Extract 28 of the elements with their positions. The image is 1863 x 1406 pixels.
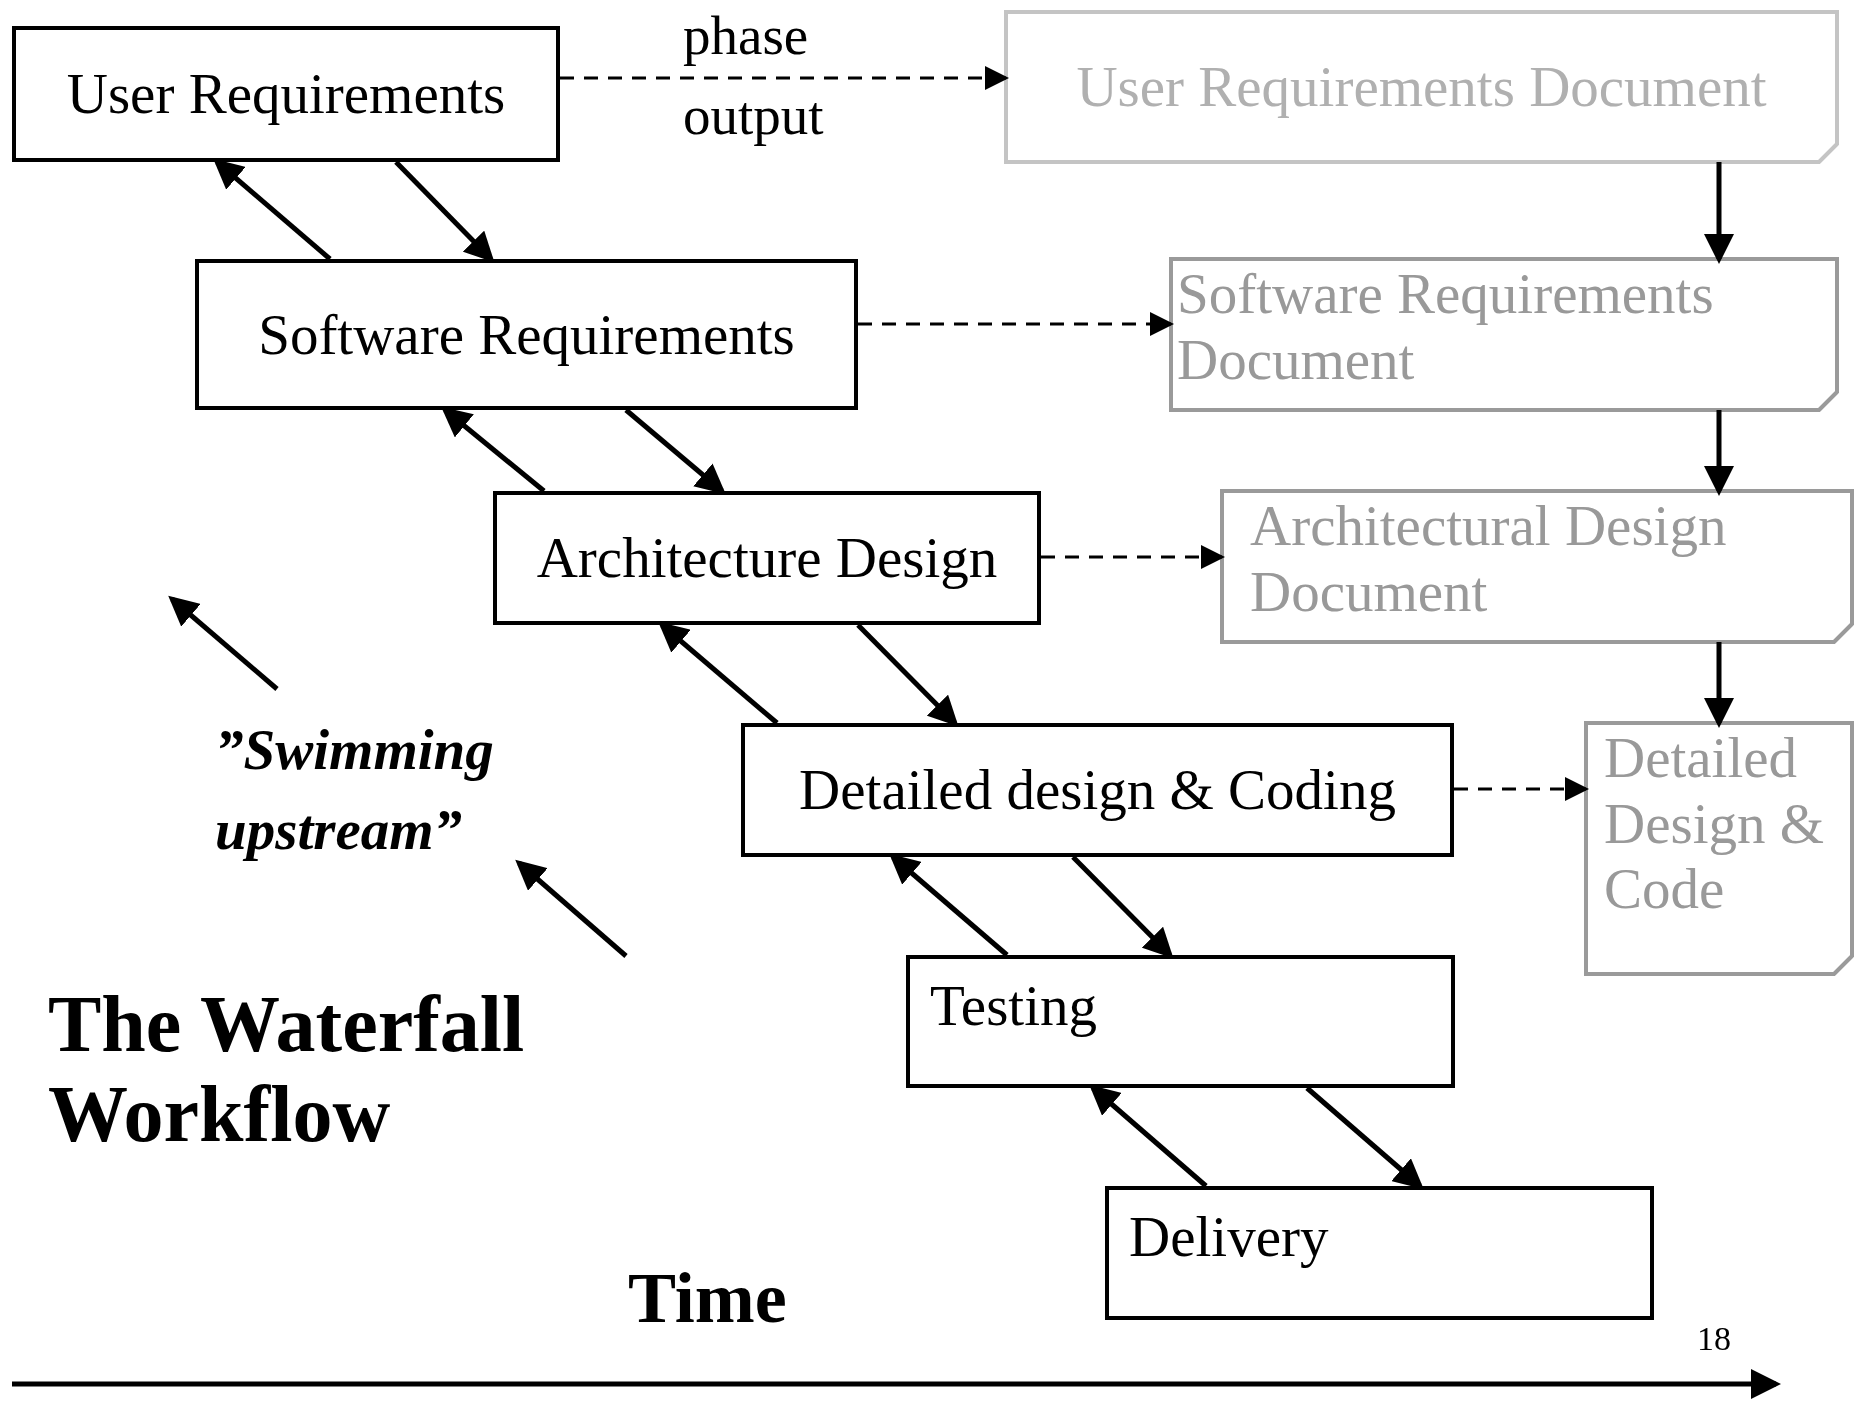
annotation-text: ”Swimming upstream” <box>215 717 495 863</box>
box-label: Detailed Design & Code <box>1604 725 1826 922</box>
arrow <box>1704 162 1734 264</box>
box-label: Detailed design & Coding <box>799 757 1396 823</box>
axis-label: Time <box>628 1262 787 1334</box>
box-label: Software Requirements <box>258 301 795 368</box>
phase-box <box>195 259 858 410</box>
phase-box <box>12 26 560 162</box>
box-label: Architecture Design <box>536 525 998 591</box>
dashed-arrow <box>1454 777 1589 801</box>
box-label: Testing <box>930 973 1097 1039</box>
box-label: Software Requirements Document <box>1177 261 1715 393</box>
edge-label: phase output <box>683 4 825 148</box>
dashed-arrow <box>858 312 1174 336</box>
dashed-arrow <box>1041 545 1225 569</box>
box-label: Architectural Design Document <box>1250 493 1728 625</box>
arrow <box>1704 642 1734 728</box>
box-label: User Requirements Document <box>1076 54 1767 120</box>
phase-box <box>493 491 1041 625</box>
phase-box <box>1105 1186 1654 1320</box>
title: The Waterfall Workflow <box>48 980 526 1160</box>
phase-box <box>741 723 1454 857</box>
dashed-arrow <box>560 66 1009 90</box>
arrow <box>1704 410 1734 496</box>
box-label: User Requirements <box>66 61 506 127</box>
page-number: 18 <box>1697 1322 1731 1356</box>
phase-box <box>906 955 1455 1088</box>
box-label: Delivery <box>1129 1204 1329 1270</box>
